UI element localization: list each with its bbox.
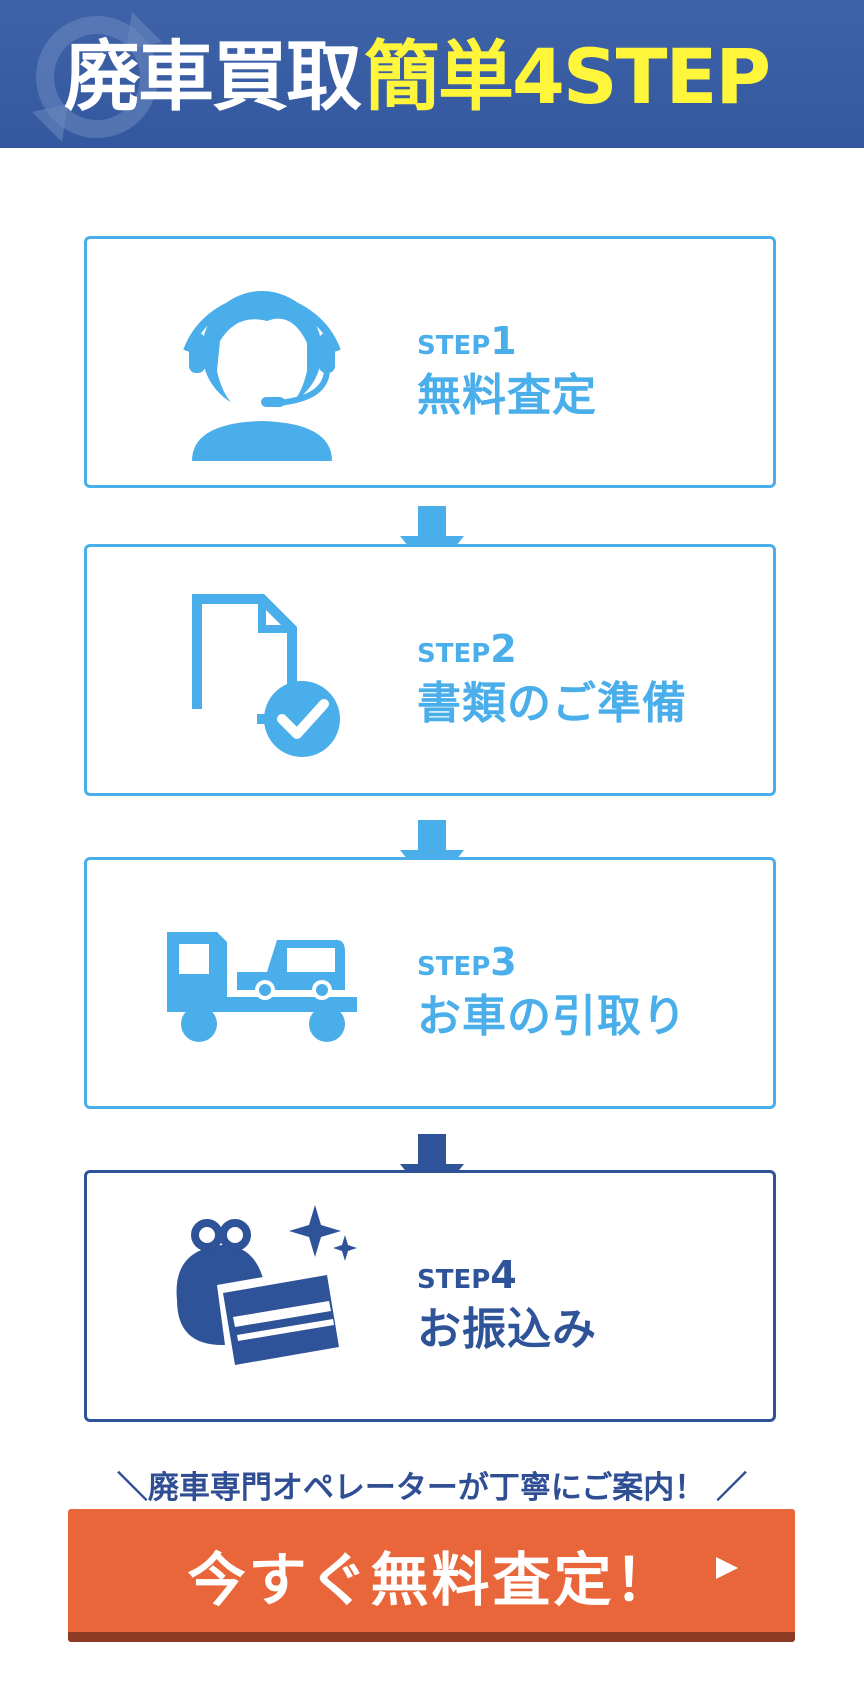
tow-truck-icon <box>167 932 357 1042</box>
step-card-3: STEP3 お車の引取り <box>84 857 776 1109</box>
step-title: お振込み <box>417 1304 597 1355</box>
free-appraisal-button[interactable]: 今すぐ無料査定！ <box>68 1509 795 1642</box>
cta-label: 今すぐ無料査定！ <box>187 1546 676 1614</box>
header-banner: 廃車買取簡単4STEP <box>0 0 864 148</box>
step-label-3: STEP3 お車の引取り <box>417 940 687 1044</box>
recycle-icon <box>32 12 162 142</box>
step-word: STEP <box>417 1265 491 1295</box>
play-arrow-icon <box>716 1557 738 1579</box>
step-number: 4 <box>490 1253 517 1297</box>
operator-headset-icon <box>183 291 341 461</box>
step-title: お車の引取り <box>417 991 687 1042</box>
document-check-icon <box>187 594 340 757</box>
wallet-card-icon <box>176 1205 357 1375</box>
step-label-2: STEP2 書類のご準備 <box>417 627 687 731</box>
title-yellow: 簡単4STEP <box>364 32 771 121</box>
title-white: 廃車買取 <box>64 32 362 121</box>
step-word: STEP <box>417 639 491 669</box>
step-number: 1 <box>490 319 517 363</box>
step-label-1: STEP1 無料査定 <box>417 319 597 423</box>
step-card-1: STEP1 無料査定 <box>84 236 776 488</box>
step-number: 3 <box>490 940 517 984</box>
operator-tagline: ＼廃車専門オペレーターが丁寧にご案内！ ／ <box>116 1470 748 1506</box>
step-card-4: STEP4 お振込み <box>84 1170 776 1422</box>
step-label-4: STEP4 お振込み <box>417 1253 597 1357</box>
page-title: 廃車買取簡単4STEP <box>64 22 771 132</box>
step-title: 無料査定 <box>417 370 597 421</box>
step-number: 2 <box>490 627 517 671</box>
step-word: STEP <box>417 331 491 361</box>
step-card-2: STEP2 書類のご準備 <box>84 544 776 796</box>
step-word: STEP <box>417 952 491 982</box>
step-title: 書類のご準備 <box>417 678 687 729</box>
